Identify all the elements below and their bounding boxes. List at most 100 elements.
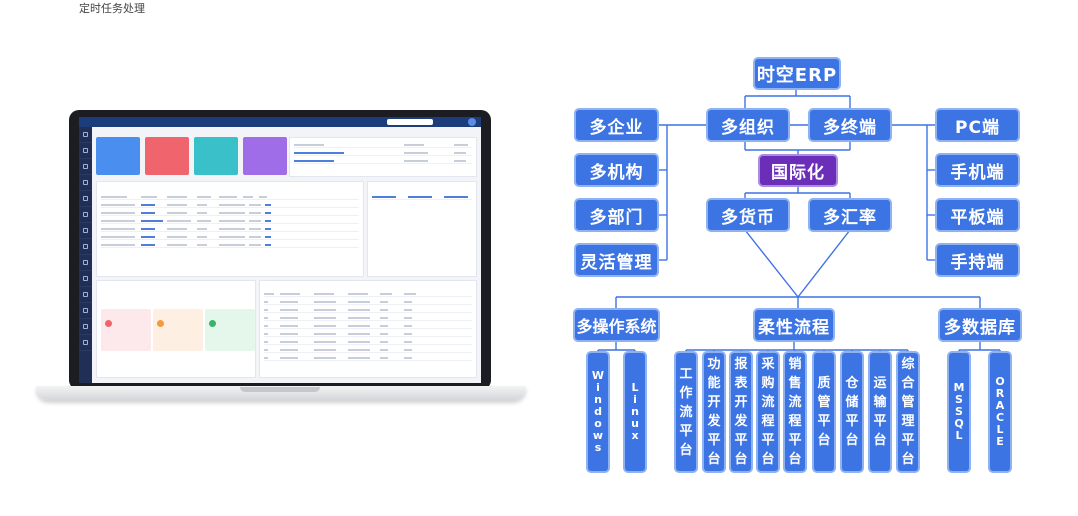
vertical-glyph: d (594, 405, 602, 418)
vertical-glyph: 流 (761, 395, 775, 410)
vertical-glyph: 台 (679, 442, 693, 458)
flow-node: 功能开发平台 (704, 353, 724, 471)
vertical-glyph: 发 (734, 414, 748, 429)
vertical-glyph: S (955, 405, 963, 418)
flow-node: 综合管理平台 (898, 353, 918, 471)
sidebar-item (79, 255, 92, 271)
sidebar-item (79, 271, 92, 287)
vertical-glyph: 输 (873, 395, 887, 410)
vertical-glyph: 平 (788, 433, 802, 448)
vertical-glyph: 平 (761, 433, 775, 448)
vertical-glyph: s (594, 441, 602, 454)
kpi-card (145, 137, 189, 175)
vertical-glyph: 台 (873, 433, 887, 448)
vertical-glyph: 平 (707, 433, 721, 448)
sidebar-item (79, 303, 92, 319)
vertical-glyph: n (594, 393, 602, 406)
sidebar-item (79, 191, 92, 207)
vertical-glyph: 综 (901, 357, 915, 372)
right-node: 手持端 (937, 245, 1018, 275)
vertical-glyph: A (995, 399, 1005, 412)
vertical-glyph: 工 (679, 366, 693, 382)
vertical-glyph: 售 (788, 376, 802, 391)
flow-node: 采购流程平台 (758, 353, 778, 471)
laptop-screen (79, 117, 481, 383)
kpi-card (96, 137, 140, 175)
vertical-glyph: 管 (901, 395, 915, 410)
currency-node: 多汇率 (810, 200, 890, 230)
vertical-glyph: 仓 (845, 376, 859, 391)
vertical-glyph: 作 (679, 385, 693, 401)
vertical-glyph: 储 (845, 395, 859, 410)
vertical-glyph: 运 (873, 376, 887, 391)
vertical-glyph: 能 (707, 376, 721, 391)
sidebar-item (79, 159, 92, 175)
category-node: 多操作系统 (575, 310, 658, 340)
center-node: 国际化 (760, 156, 836, 185)
laptop-base (36, 386, 526, 400)
sidebar-item (79, 319, 92, 335)
sidebar-item (79, 223, 92, 239)
sidebar-item (79, 143, 92, 159)
flow-node: 销售流程平台 (785, 353, 805, 471)
vertical-glyph: i (633, 393, 637, 406)
vertical-glyph: L (955, 429, 963, 442)
task-panel (289, 137, 477, 177)
vertical-glyph: n (631, 405, 639, 418)
vertical-glyph: E (996, 435, 1004, 448)
vertical-glyph: 台 (817, 433, 831, 448)
vertical-glyph: M (953, 381, 965, 394)
vertical-glyph: i (596, 381, 600, 394)
vertical-glyph: 开 (734, 395, 748, 410)
left-node: 灵活管理 (576, 245, 657, 275)
vertical-glyph: 平 (873, 414, 887, 429)
sidebar-item (79, 239, 92, 255)
vertical-glyph: 质 (817, 376, 831, 391)
mid-node: 多组织 (708, 110, 788, 140)
shortcut-panel (367, 181, 477, 277)
vertical-glyph: w (592, 429, 604, 442)
app-topbar (79, 117, 481, 127)
left-node: 多机构 (576, 155, 657, 185)
vertical-glyph: 平 (734, 433, 748, 448)
flow-node: 质管平台 (814, 353, 834, 471)
stat-card (153, 309, 203, 351)
currency-node: 多货币 (708, 200, 788, 230)
avatar (468, 118, 476, 126)
vertical-glyph: 台 (734, 452, 748, 467)
vertical-glyph: 台 (761, 452, 775, 467)
vertical-glyph: 报 (734, 357, 748, 372)
vertical-glyph: Q (954, 417, 964, 430)
vertical-glyph: 台 (845, 433, 859, 448)
vertical-glyph: 程 (761, 414, 775, 429)
app-search-box (387, 119, 433, 125)
left-node: 多部门 (576, 200, 657, 230)
page-title: 定时任务处理 (79, 2, 145, 15)
vertical-glyph: 平 (679, 423, 693, 439)
flow-node: 运输平台 (870, 353, 890, 471)
right-node: 平板端 (937, 200, 1018, 230)
right-node: 手机端 (937, 155, 1018, 185)
vertical-glyph: 平 (845, 414, 859, 429)
right-node: PC端 (937, 110, 1018, 140)
ranking-panel (259, 280, 477, 378)
vertical-glyph: 流 (679, 404, 693, 420)
vertical-glyph: 开 (707, 395, 721, 410)
flow-node: 报表开发平台 (731, 353, 751, 471)
vertical-glyph: 采 (761, 357, 775, 372)
vertical-glyph: L (631, 381, 639, 394)
vertical-glyph: 购 (761, 376, 775, 391)
stat-card (205, 309, 255, 351)
sidebar-item (79, 287, 92, 303)
vertical-glyph: 台 (901, 452, 915, 467)
vertical-glyph: 理 (901, 414, 915, 429)
mid-node: 多终端 (810, 110, 890, 140)
vertical-glyph: 功 (707, 357, 721, 372)
kpi-card (194, 137, 238, 175)
vertical-glyph: 表 (734, 376, 748, 391)
kpi-card (243, 137, 287, 175)
vertical-glyph: o (594, 417, 602, 430)
